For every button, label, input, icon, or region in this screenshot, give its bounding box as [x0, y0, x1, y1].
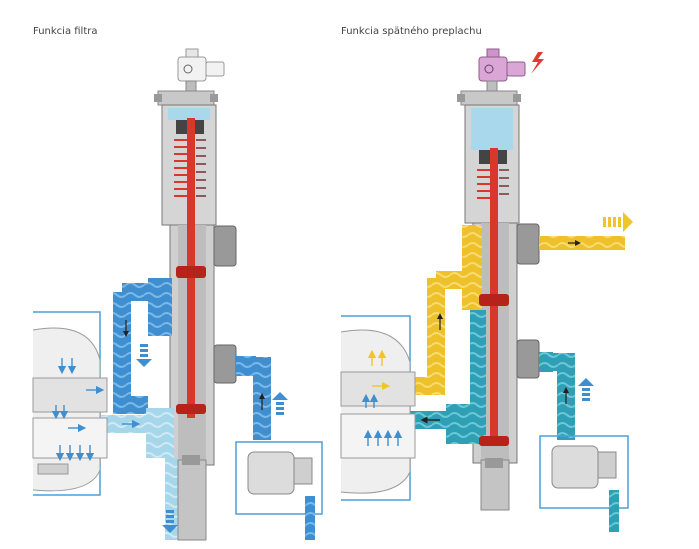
backwash-function-panel: [340, 48, 633, 532]
flow-arrow-up-icon: [272, 392, 288, 415]
pump-outlet-pipe: [248, 357, 271, 440]
pump-feed-port: [236, 356, 256, 376]
caption-backwash-function: Funkcia spätného preplachu: [341, 26, 482, 37]
valve-seal-upper: [479, 294, 509, 306]
valve-chamber-teal: [446, 404, 482, 444]
bolt: [513, 94, 521, 102]
flow-arrow-down-icon: [136, 344, 152, 367]
pump-icon: [247, 451, 295, 495]
pump-outlet-pipe: [548, 353, 575, 440]
side-port-lower: [516, 339, 540, 379]
caption-filter-function: Funkcia filtra: [33, 26, 98, 37]
cylinder-water: [471, 108, 513, 150]
spring: [477, 169, 509, 199]
spring: [174, 139, 206, 197]
pump-icon: [551, 445, 599, 489]
valve-seal-lower: [176, 404, 206, 414]
filter-flow-arrows: [51, 358, 141, 462]
lightning-bolt-icon: [531, 52, 544, 74]
valve-chamber-lower: [146, 408, 174, 458]
lower-body: [480, 459, 510, 511]
side-port-lower: [213, 344, 237, 384]
valve-actuator-white-icon: [177, 48, 225, 92]
bolt: [457, 94, 465, 102]
flow-arrow-drain-icon: [162, 510, 178, 533]
side-port-upper: [213, 225, 237, 267]
pump-box: [235, 441, 323, 515]
top-flange: [157, 90, 215, 106]
valve-seal-lower: [479, 436, 509, 446]
valve-actuator-pink-icon: [478, 48, 526, 92]
bolt: [154, 94, 162, 102]
filter-function-panel: [32, 48, 323, 541]
bolt: [210, 94, 218, 102]
pipe-to-filter: [113, 292, 148, 414]
side-port-upper: [516, 223, 540, 265]
filter-tank: [32, 311, 108, 496]
bottom-nut: [485, 458, 503, 468]
flow-arrow-up-icon: [578, 378, 594, 401]
cylinder-water: [168, 108, 210, 120]
pump-box: [539, 435, 629, 509]
filter-tank: [340, 315, 416, 501]
lower-body: [177, 459, 207, 541]
top-flange: [460, 90, 518, 106]
valve-chamber-upper: [148, 278, 172, 336]
bottom-nut: [182, 455, 200, 465]
flow-arrow-waste-icon: [603, 212, 633, 232]
backwash-flow-arrows: [361, 349, 440, 446]
pump-feed-port: [539, 352, 553, 372]
valve-seal-upper: [176, 266, 206, 278]
